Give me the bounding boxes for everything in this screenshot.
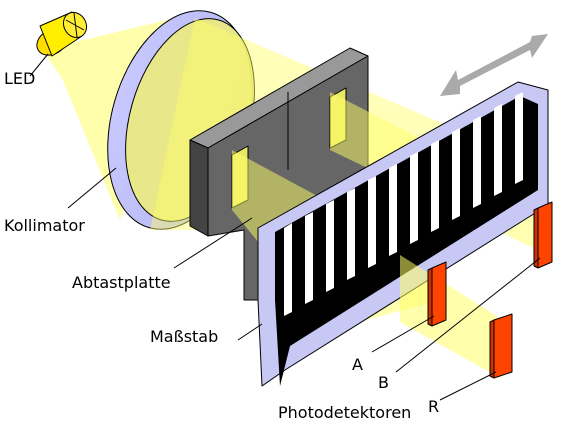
double-arrow-icon	[440, 34, 548, 96]
photodetector-b-icon	[533, 201, 553, 269]
beam-r	[400, 255, 500, 378]
label-led: LED	[4, 69, 35, 88]
label-detector-r: R	[428, 397, 439, 416]
leader-led	[29, 53, 49, 77]
leader-massstab	[237, 323, 263, 341]
label-massstab: Maßstab	[150, 327, 218, 346]
leader-r	[439, 371, 497, 401]
photodetector-r-icon	[489, 313, 513, 379]
label-detector-b: B	[378, 373, 389, 392]
label-detector-a: A	[352, 355, 363, 374]
label-photodetektoren: Photodetektoren	[278, 403, 411, 422]
label-abtastplatte: Abtastplatte	[72, 273, 171, 292]
label-kollimator: Kollimator	[4, 216, 85, 235]
leader-abtastplatte	[173, 217, 253, 269]
leader-b	[395, 257, 541, 373]
leader-kollimator	[67, 167, 117, 209]
led-icon	[36, 11, 88, 57]
leader-a	[371, 315, 435, 353]
photodetector-a-icon	[427, 261, 447, 327]
measuring-scale	[257, 81, 549, 387]
